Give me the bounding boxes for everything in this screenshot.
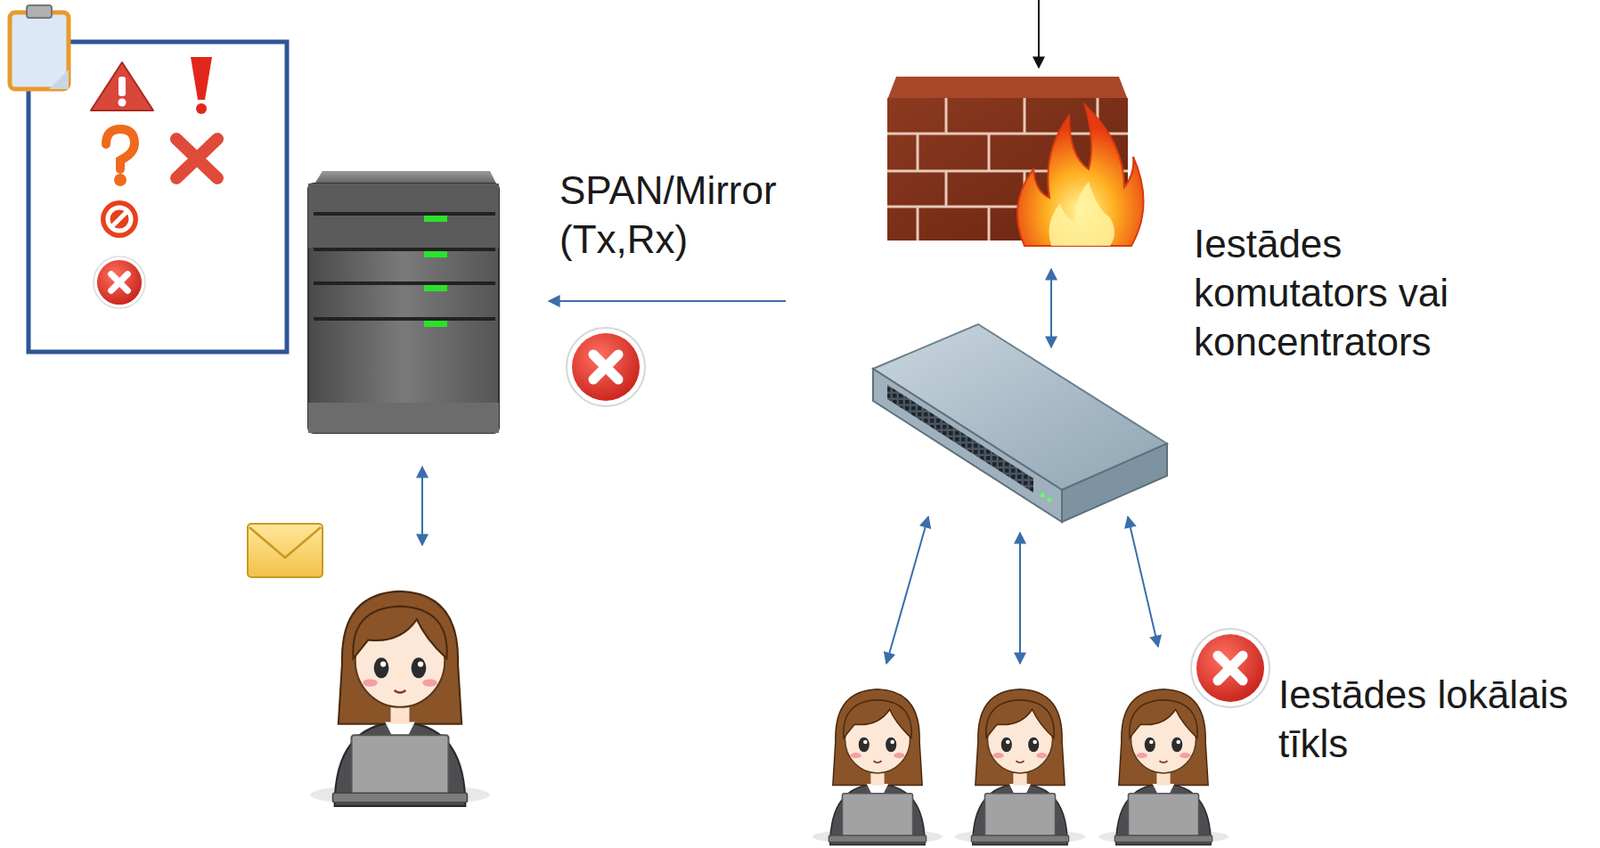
link-arrow bbox=[1019, 532, 1021, 664]
span-arrow bbox=[548, 300, 786, 303]
blocked-icon bbox=[566, 327, 645, 407]
blocked-icon bbox=[1191, 628, 1270, 708]
span-label: SPAN/Mirror (Tx,Rx) bbox=[559, 165, 777, 264]
link-arrow bbox=[1050, 269, 1053, 348]
lan-user bbox=[1098, 689, 1229, 846]
monitoring-server bbox=[308, 171, 499, 433]
link-arrow bbox=[886, 516, 929, 664]
lan-user bbox=[955, 689, 1086, 846]
alert-report bbox=[9, 5, 287, 352]
email-icon bbox=[247, 523, 323, 578]
lan-user bbox=[812, 689, 943, 846]
link-arrow bbox=[421, 466, 424, 546]
firewall bbox=[887, 76, 1144, 246]
lan-label: Iestādes lokālais tīkls bbox=[1278, 669, 1586, 768]
link-arrow bbox=[1127, 516, 1159, 647]
network-switch bbox=[873, 324, 1168, 523]
switch-label: Iestādes komutators vai koncentrators bbox=[1193, 219, 1515, 367]
analyst-person bbox=[310, 591, 490, 807]
internet-arrow bbox=[1037, 0, 1040, 68]
